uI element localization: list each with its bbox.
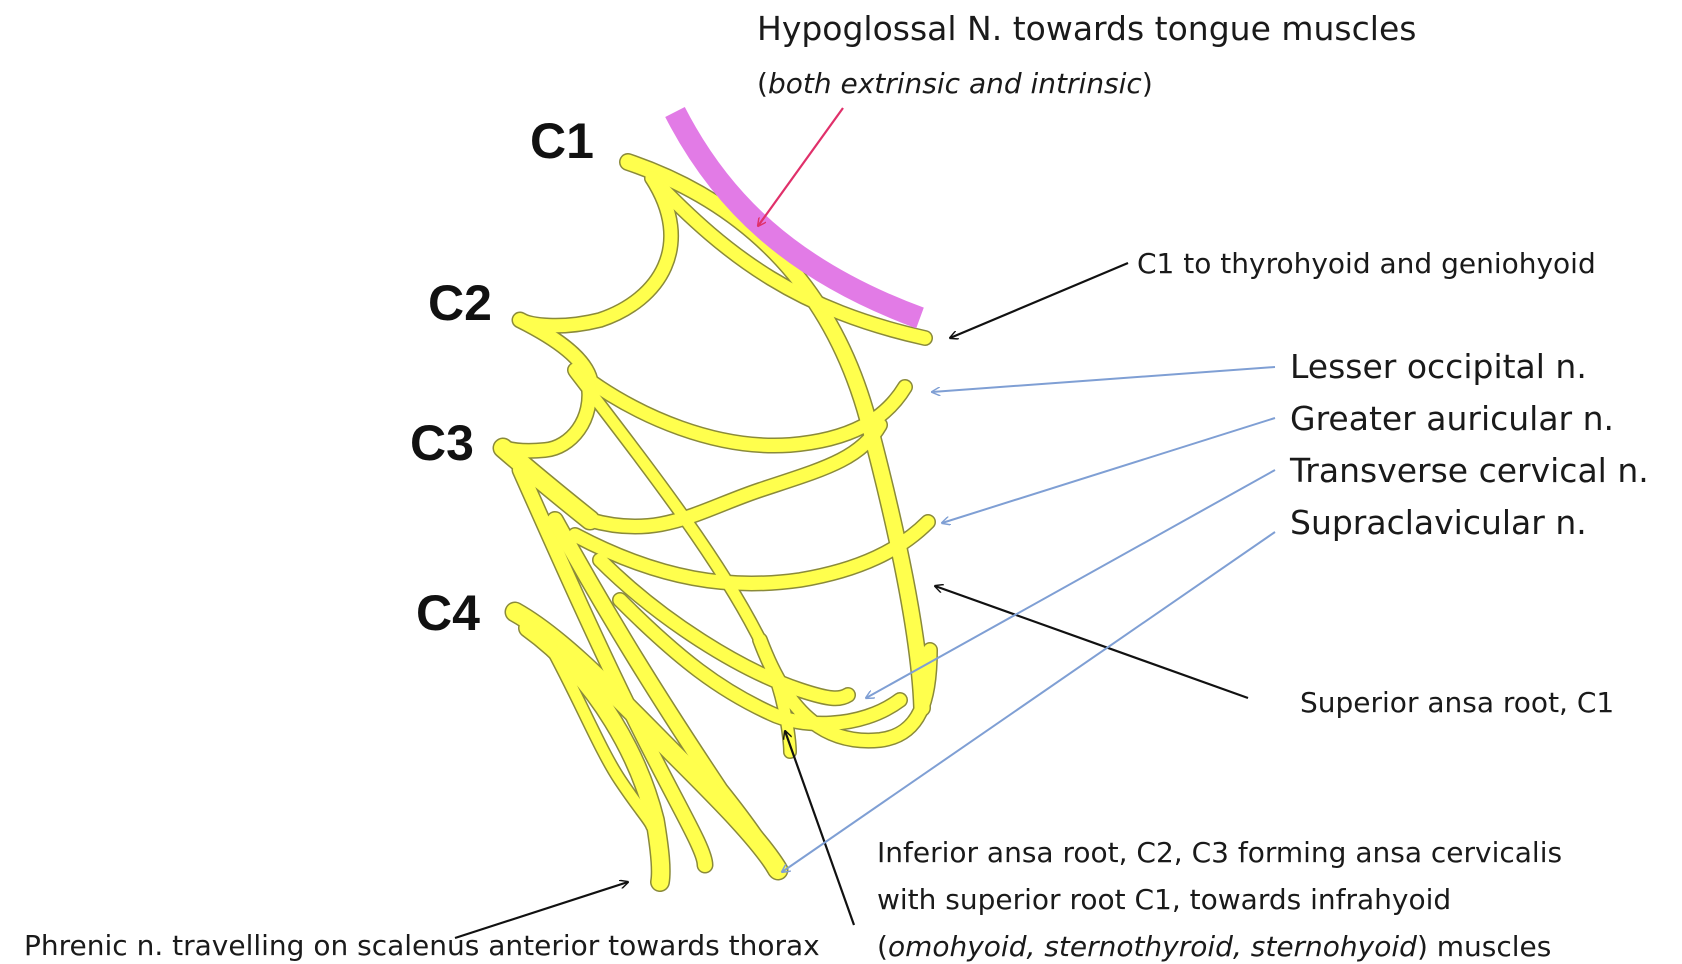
- nerve-c1-c2-loop-outline: [512, 170, 679, 334]
- nerve-c2-to-lesser-occipital: [568, 363, 912, 453]
- nerve-c3-fan-2: [613, 593, 907, 731]
- nerve-c3-to-transverse-cervical: [568, 515, 935, 591]
- root-label-c2: C2: [428, 275, 492, 331]
- lesser-occipital-arrow: [932, 366, 1276, 392]
- greater-auricular-arrow: [942, 417, 1276, 523]
- root-label-c3: C3: [410, 415, 474, 471]
- nerve-fill-layer: [494, 154, 937, 891]
- inferior-ansa-arrow: [785, 731, 856, 926]
- hypoglossal-label: Hypoglossal N. towards tongue muscles: [757, 9, 1416, 48]
- nerve-ansa-loop: [753, 633, 937, 748]
- nerve-c3-root: [494, 439, 599, 529]
- nerve-c1-c2-loop: [513, 171, 678, 333]
- nerve-c1-to-hyoid: [645, 171, 932, 345]
- hypoglossal-arrow: [758, 107, 844, 226]
- nerve-c4-phrenic-branch: [544, 639, 658, 832]
- inferior-ansa-label-line1: Inferior ansa root, C2, C3 forming ansa …: [877, 836, 1562, 869]
- nerve-c4-phrenic: [519, 619, 670, 891]
- nerve-c3-fan-1: [593, 553, 855, 705]
- lesser-occipital-label: Lesser occipital n.: [1290, 347, 1587, 386]
- greater-auricular-label: Greater auricular n.: [1290, 399, 1614, 438]
- nerve-c2-c3-loop: [498, 375, 596, 458]
- root-label-c1: C1: [530, 113, 594, 169]
- nerve-c3-to-greater-auricular: [583, 418, 887, 534]
- superior-ansa-label: Superior ansa root, C1: [1300, 686, 1614, 719]
- hypoglossal-sublabel: (both extrinsic and intrinsic): [757, 67, 1153, 100]
- supraclavicular-label: Supraclavicular n.: [1290, 503, 1587, 542]
- supraclavicular-arrow: [782, 531, 1276, 872]
- inferior-ansa-label-line2: with superior root C1, towards infrahyoi…: [877, 883, 1451, 916]
- root-label-c4: C4: [416, 585, 480, 641]
- phrenic-arrow: [454, 882, 628, 940]
- transverse-cervical-label: Transverse cervical n.: [1289, 451, 1649, 490]
- superior-ansa-arrow: [935, 586, 1249, 700]
- phrenic-label: Phrenic n. travelling on scalenus anteri…: [24, 929, 820, 962]
- c1-branch-label: C1 to thyrohyoid and geniohyoid: [1137, 247, 1596, 280]
- c1-branch-arrow: [950, 261, 1129, 338]
- transverse-cervical-arrow: [866, 469, 1276, 698]
- hypoglossal-nerve: [665, 106, 924, 329]
- inferior-ansa-label-line3: (omohyoid, sternothyroid, sternohyoid) m…: [877, 930, 1551, 963]
